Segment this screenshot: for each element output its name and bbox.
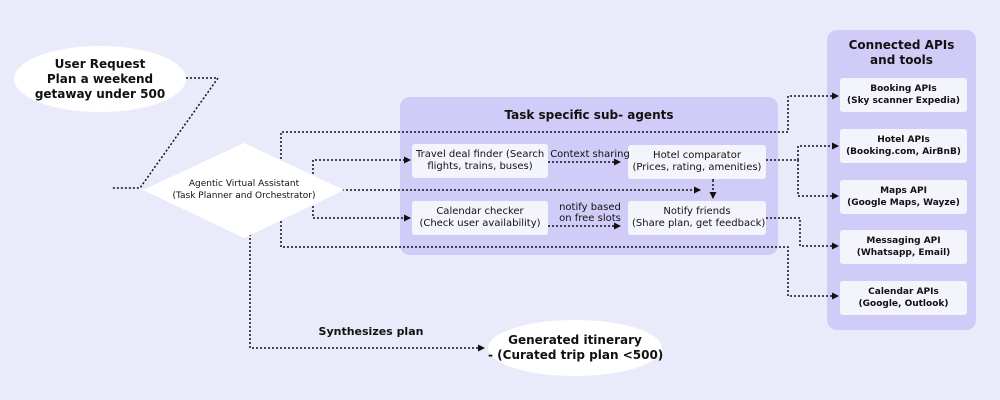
api-messaging: Messaging API (Whatsapp, Email) xyxy=(840,230,967,264)
api-calendar: Calendar APIs (Google, Outlook) xyxy=(840,281,967,315)
orchestrator-node: Agentic Virtual Assistant (Task Planner … xyxy=(163,172,325,208)
edge-hotel-to-hotel-api xyxy=(766,142,839,161)
edge-notify-to-messaging xyxy=(766,217,839,250)
user-request-line3: getaway under 500 xyxy=(34,86,166,101)
label-synthesizes-plan: Synthesizes plan xyxy=(318,325,424,338)
api-maps: Maps API (Google Maps, Wayze) xyxy=(840,180,967,214)
orchestrator-diamond xyxy=(143,143,344,238)
label-context-sharing: Context sharing xyxy=(550,149,630,160)
edge-orch-to-output xyxy=(249,222,485,352)
orchestrator-line1: Agentic Virtual Assistant xyxy=(188,179,300,189)
edge-orch-to-travel xyxy=(312,156,411,178)
edge-hotel-to-maps xyxy=(797,160,839,200)
label-notify-free-slots: notify based on free slots xyxy=(559,202,621,224)
user-request-line2: Plan a weekend xyxy=(46,71,154,86)
agent-travel-deal-finder: Travel deal finder (Search flights, trai… xyxy=(412,144,548,178)
user-request-node: User Request Plan a weekend getaway unde… xyxy=(14,46,186,112)
sub-agents-panel-title: Task specific sub- agents xyxy=(504,108,674,122)
output-line1: Generated itinerary xyxy=(508,333,642,347)
edge-orch-to-calendar xyxy=(312,198,411,222)
connected-apis-panel-title: Connected APIs and tools xyxy=(848,38,955,67)
edge-user-to-orchestrator xyxy=(112,77,220,189)
output-line2: - (Curated trip plan <500) xyxy=(488,348,664,362)
agent-calendar-checker: Calendar checker (Check user availabilit… xyxy=(412,201,548,235)
generated-itinerary-node: Generated itinerary - (Curated trip plan… xyxy=(488,320,664,376)
agent-hotel-comparator: Hotel comparator (Prices, rating, amenit… xyxy=(628,145,766,179)
user-request-line1: User Request xyxy=(54,56,146,71)
api-hotel: Hotel APIs (Booking.com, AirBnB) xyxy=(840,129,967,163)
api-booking: Booking APIs (Sky scanner Expedia) xyxy=(840,78,967,112)
edge-orch-to-booking xyxy=(280,92,839,163)
agent-notify-friends: Notify friends (Share plan, get feedback… xyxy=(628,201,766,235)
edge-orch-to-calendar-api xyxy=(280,217,839,300)
orchestrator-line2: (Task Planner and Orchestrator) xyxy=(172,191,316,201)
